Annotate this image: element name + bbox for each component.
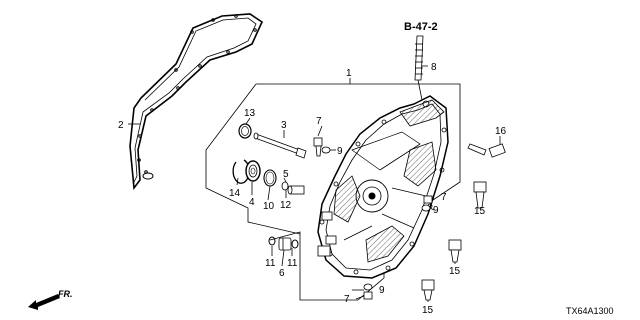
callout-label: 15: [449, 266, 461, 277]
washer: [321, 146, 331, 154]
right-side-cover: [317, 95, 449, 279]
gasket: [129, 13, 264, 191]
callout-label: 6: [279, 268, 285, 279]
callout-label: 3: [281, 120, 287, 131]
callout-label: 13: [244, 108, 256, 119]
o-ring: [238, 123, 252, 139]
callout-label: 15: [474, 206, 486, 217]
flange-bolt: [448, 239, 462, 263]
callout-label: 8: [431, 62, 437, 73]
drawing-code: TX64A1300: [566, 306, 614, 316]
small-bolt: [423, 195, 433, 204]
callout-label: 11: [265, 258, 276, 269]
stud-bolt: [414, 35, 424, 101]
joint-pipe: [278, 237, 292, 251]
washer: [421, 204, 431, 212]
dowel-pin: [287, 185, 305, 195]
callout-label: 10: [263, 201, 275, 212]
callout-label: 7: [316, 116, 322, 127]
callout-label: 11: [287, 258, 298, 269]
flange-bolt: [473, 181, 487, 209]
callout-label: 16: [495, 126, 507, 137]
callout-label: 1: [346, 68, 352, 79]
callout-label: 12: [280, 200, 292, 211]
callout-label: 15: [422, 305, 434, 316]
callout-label: 4: [249, 197, 255, 208]
small-bolt: [363, 291, 373, 300]
small-bolt: [313, 137, 323, 157]
front-direction-arrow-icon: [28, 294, 60, 310]
callout-label: 7: [441, 192, 447, 203]
callout-label: 9: [379, 285, 385, 296]
o-ring: [263, 169, 277, 187]
front-direction-label: FR.: [58, 289, 73, 299]
callout-label: 7: [344, 294, 350, 305]
flange-bolt: [421, 279, 435, 301]
reference-label: B-47-2: [404, 21, 438, 33]
callout-lines: [128, 65, 501, 302]
oil-seal: [245, 160, 261, 182]
washer: [281, 181, 289, 191]
washer: [363, 283, 373, 291]
o-ring: [268, 236, 299, 249]
callout-label: 14: [229, 188, 241, 199]
flange-bolt: [467, 143, 506, 158]
callout-label: 2: [118, 120, 124, 131]
shaft: [253, 132, 307, 159]
callout-label: 9: [433, 205, 439, 216]
callout-label: 5: [283, 169, 289, 180]
callout-label: 9: [337, 146, 343, 157]
